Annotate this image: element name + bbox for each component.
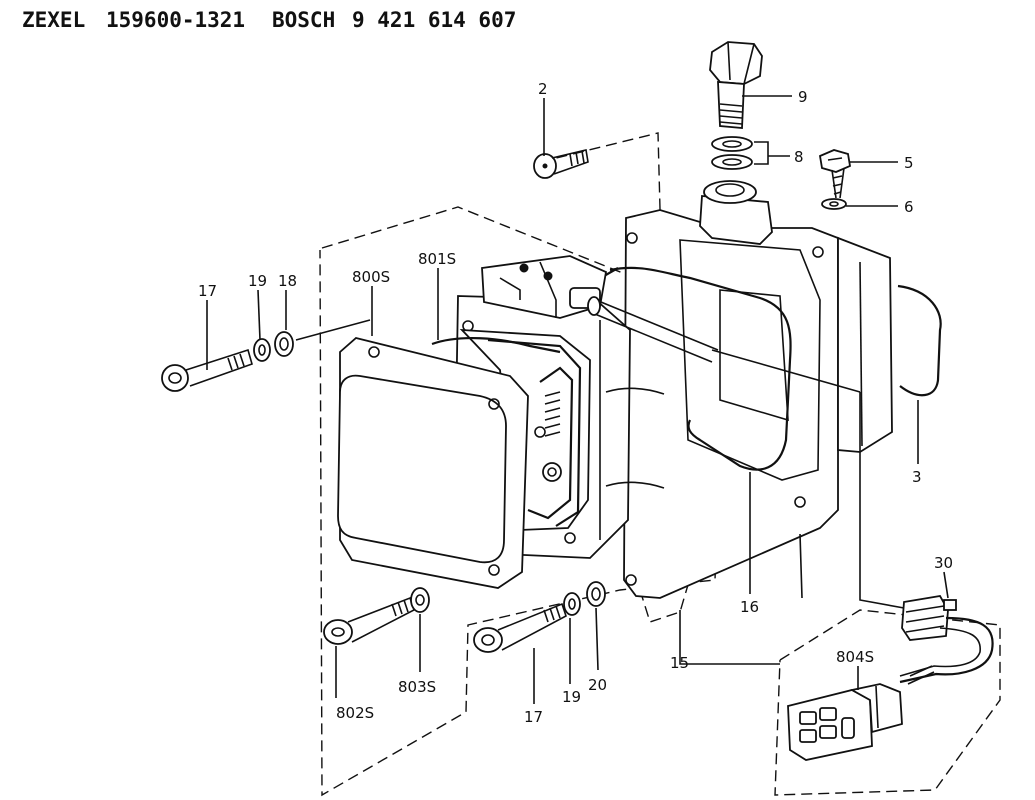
callout-19-lower: 19	[562, 688, 581, 706]
control-rod	[587, 296, 861, 393]
assembly-boundary-804	[774, 609, 1001, 796]
connector-804s	[787, 683, 903, 761]
leader-lines	[206, 95, 949, 704]
callout-20: 20	[588, 676, 607, 694]
washer-18	[274, 331, 294, 357]
callout-15: 15	[670, 654, 689, 672]
washer-20	[586, 581, 606, 607]
callout-30: 30	[934, 554, 953, 572]
callout-803s: 803S	[398, 678, 436, 696]
harness-cable	[899, 616, 994, 685]
callout-8: 8	[794, 148, 804, 166]
callout-2: 2	[538, 80, 548, 98]
bolt-2	[533, 149, 589, 179]
bolt-17-upper	[161, 348, 253, 392]
gasket-3	[897, 284, 942, 397]
callout-17-upper: 17	[198, 282, 217, 300]
callout-801s: 801S	[418, 250, 456, 268]
seal-801s	[431, 337, 574, 520]
callout-802s: 802S	[336, 704, 374, 722]
callout-16: 16	[740, 598, 759, 616]
cover-800s	[337, 337, 529, 589]
washer-19-upper	[253, 338, 271, 362]
callout-3: 3	[912, 468, 922, 486]
callout-5: 5	[904, 154, 914, 172]
bolt-802s	[323, 596, 415, 645]
banjo-bolt-9	[709, 41, 763, 129]
header-zexel-part-number: 159600-1321	[106, 8, 246, 32]
screw-5	[818, 149, 852, 199]
callout-17-lower: 17	[524, 708, 543, 726]
callout-9: 9	[798, 88, 808, 106]
bolt-17-lower	[473, 602, 567, 653]
header-brand-bosch: BOSCH	[272, 8, 336, 32]
washer-803s	[410, 587, 430, 613]
header-bosch-part-number: 9 421 614 607	[352, 8, 517, 32]
housing-boss	[699, 180, 773, 245]
callout-18: 18	[278, 272, 297, 290]
washer-19-lower	[563, 592, 581, 616]
callout-labels: 2 9 8 5 6 3 17 19 18 800S 801S 16 15 30 …	[198, 80, 953, 726]
housing-body	[679, 236, 893, 481]
callout-800s: 800S	[352, 268, 390, 286]
harness-grommet-30	[901, 595, 957, 641]
washer-6	[821, 198, 847, 210]
callout-804s: 804S	[836, 648, 874, 666]
washers-8	[711, 136, 769, 170]
callout-19-upper: 19	[248, 272, 267, 290]
armature-spring	[534, 391, 562, 482]
header-brand-zexel: ZEXEL	[22, 8, 86, 32]
callout-6: 6	[904, 198, 914, 216]
